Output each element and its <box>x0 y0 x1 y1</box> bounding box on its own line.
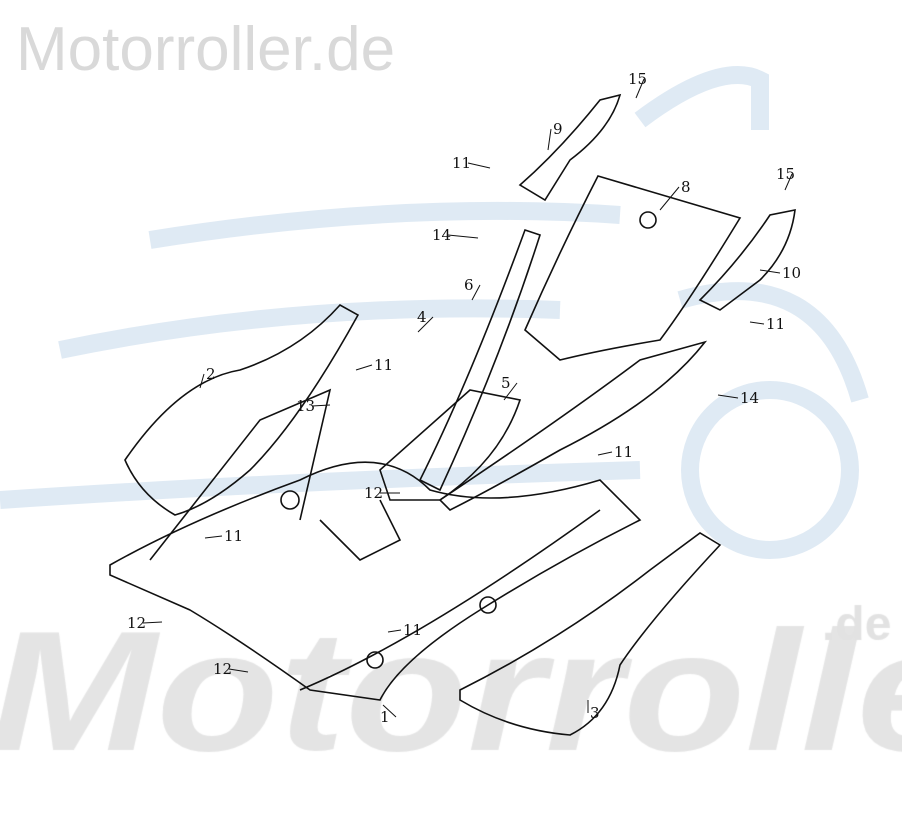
part-label-9: 9 <box>553 120 563 138</box>
leader-line <box>204 535 223 539</box>
leader-line <box>311 404 331 407</box>
leader-line <box>659 186 680 211</box>
part-label-3: 3 <box>590 704 600 722</box>
leader-line <box>142 621 163 624</box>
part-2-side-cover-left <box>124 303 360 516</box>
part-5-center <box>379 389 522 501</box>
leader-line <box>228 668 249 673</box>
part-3-side-cover-right <box>459 532 722 736</box>
part-label-11: 11 <box>614 443 633 461</box>
part-6-rail <box>418 228 542 492</box>
part-label-6: 6 <box>464 276 474 294</box>
leader-line <box>547 128 552 151</box>
part-10-bracket <box>698 208 796 311</box>
part-label-2: 2 <box>206 365 216 383</box>
part-1-floor-frame <box>109 461 642 701</box>
part-label-13: 13 <box>296 397 315 415</box>
watermark-top: Motorroller.de <box>16 15 396 84</box>
part-label-11: 11 <box>403 621 422 639</box>
leader-line <box>749 321 765 325</box>
part-label-11: 11 <box>224 527 243 545</box>
part-label-12: 12 <box>213 660 232 678</box>
leader-line <box>355 364 373 371</box>
part-label-4: 4 <box>417 308 427 326</box>
part-label-12: 12 <box>364 484 383 502</box>
leader-line <box>597 451 613 456</box>
leader-line <box>784 173 793 191</box>
leader-line <box>199 373 205 389</box>
part-label-10: 10 <box>782 264 801 282</box>
leader-line <box>759 269 781 274</box>
part-label-14: 14 <box>740 389 759 407</box>
leader-line <box>447 234 479 239</box>
part-label-1: 1 <box>380 708 390 726</box>
part-label-11: 11 <box>374 356 393 374</box>
part-label-8: 8 <box>681 178 691 196</box>
leader-line <box>387 629 402 633</box>
leader-line <box>382 704 397 718</box>
logo-watermark <box>0 66 869 559</box>
part-8-panel <box>524 175 742 361</box>
part-9-bracket <box>518 93 622 202</box>
part-label-14: 14 <box>432 226 451 244</box>
part-label-11: 11 <box>452 154 471 172</box>
leader-line <box>635 78 645 99</box>
leader-line <box>503 382 518 401</box>
part-label-12: 12 <box>127 614 146 632</box>
leader-line <box>467 162 491 169</box>
leader-line <box>717 394 739 399</box>
part-label-11: 11 <box>766 315 785 333</box>
part-7-rail-right <box>438 340 708 511</box>
part-label-5: 5 <box>501 374 511 392</box>
leader-line <box>417 316 434 333</box>
leader-line <box>471 284 481 301</box>
part-label-15: 15 <box>628 70 647 88</box>
part-label-15: 15 <box>776 165 795 183</box>
